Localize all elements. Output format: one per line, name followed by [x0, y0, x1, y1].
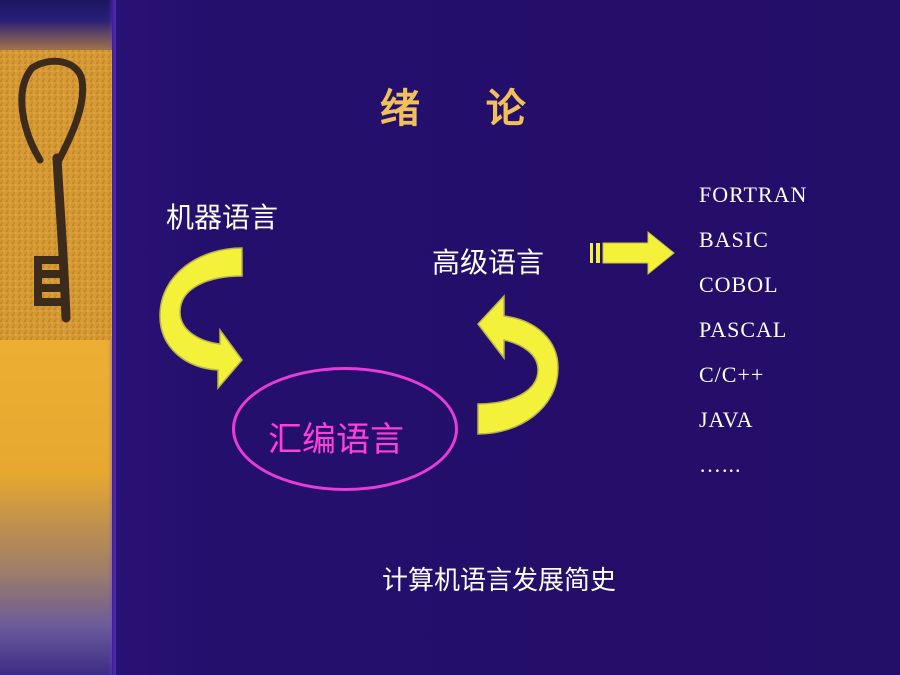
- curved-arrow-down-icon: [159, 247, 243, 391]
- assembly-language-label: 汇编语言: [268, 420, 404, 460]
- block-arrow-right-icon: [590, 230, 675, 276]
- language-item: JAVA: [699, 407, 754, 432]
- machine-language-label: 机器语言: [166, 201, 279, 234]
- assembly-ellipse: [232, 367, 458, 491]
- language-item: BASIC: [699, 227, 769, 252]
- language-item: …...: [699, 452, 742, 477]
- slide-title: 绪 论: [380, 86, 528, 132]
- sidebar-edge-glow: [108, 0, 116, 675]
- curved-arrow-up-icon: [477, 294, 559, 435]
- language-item: C/C++: [699, 362, 765, 387]
- language-item: PASCAL: [699, 317, 788, 342]
- high-level-language-label: 高级语言: [432, 246, 545, 279]
- antique-key-image: [0, 50, 112, 340]
- slide-footer: 计算机语言发展简史: [382, 566, 617, 596]
- language-item: FORTRAN: [699, 182, 808, 207]
- language-item: COBOL: [699, 272, 779, 297]
- language-list: FORTRAN BASIC COBOL PASCAL C/C++ JAVA ….…: [699, 180, 807, 495]
